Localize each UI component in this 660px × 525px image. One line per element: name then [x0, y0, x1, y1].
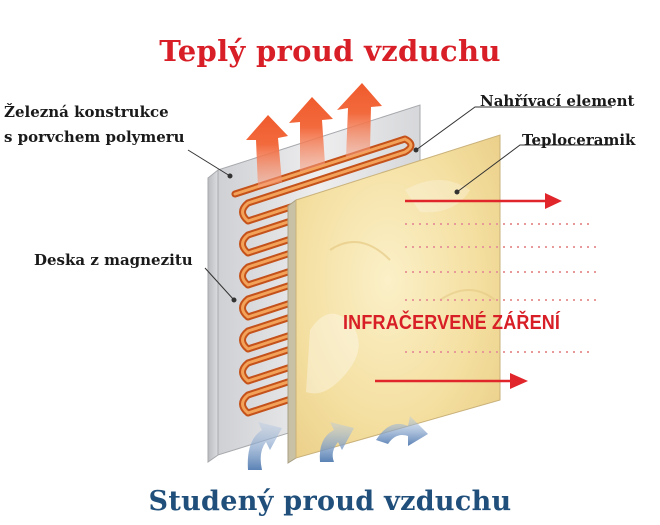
heating-element-label: Nahřívací element [480, 92, 635, 110]
leader-lines [187, 106, 612, 303]
warm-air-arrow-icon [337, 83, 382, 158]
magnesite-leader [204, 267, 235, 301]
infrared-arrow-icon [545, 193, 562, 209]
cold-air-arrow-icon [247, 422, 282, 470]
warm-air-arrow-icon [246, 115, 288, 188]
cold-air-arrow-icon [376, 416, 428, 446]
warm-air-arrows [246, 83, 382, 188]
iron-frame-label-line1: Železná konstrukce [4, 103, 169, 121]
iron-frame-label-line2: s porvchem polymeru [4, 128, 185, 146]
cold-air-arrows [247, 416, 428, 470]
cold-air-title: Studený proud vzduchu [148, 486, 512, 517]
cold-air-arrow-icon [319, 422, 354, 462]
infrared-label: INFRAČERVENÉ ZÁŘENÍ [343, 312, 561, 334]
magnesite-label: Deska z magnezitu [34, 251, 193, 269]
warm-air-arrow-icon [289, 97, 333, 172]
iron-leader [187, 149, 231, 177]
teploceramik-leader [456, 144, 612, 193]
infrared-arrow-icon [510, 373, 528, 389]
heating-element-leader [415, 106, 612, 151]
warm-air-title: Teplý proud vzduchu [159, 34, 501, 68]
infrared-radiation [375, 193, 600, 389]
teploceramik-panel [287, 134, 501, 464]
teploceramik-label: Teploceramik [522, 131, 636, 149]
